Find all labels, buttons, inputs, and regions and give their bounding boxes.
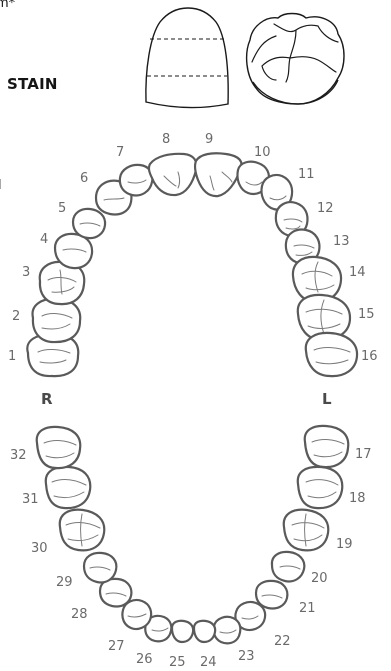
tooth-number-7: 7 bbox=[116, 145, 124, 160]
tooth-17[interactable] bbox=[305, 426, 349, 467]
tooth-number-32: 32 bbox=[10, 448, 27, 463]
tooth-number-26: 26 bbox=[136, 652, 153, 667]
tooth-number-20: 20 bbox=[311, 571, 328, 586]
tooth-29[interactable] bbox=[84, 553, 116, 583]
tooth-number-14: 14 bbox=[349, 265, 366, 280]
tooth-number-3: 3 bbox=[22, 265, 30, 280]
tooth-23[interactable] bbox=[214, 617, 241, 643]
tooth-number-19: 19 bbox=[336, 537, 353, 552]
tooth-number-1: 1 bbox=[8, 349, 16, 364]
tooth-19[interactable] bbox=[284, 510, 329, 551]
tooth-number-16: 16 bbox=[361, 349, 378, 364]
left-side-label: L bbox=[322, 390, 332, 408]
tooth-25[interactable] bbox=[172, 621, 193, 642]
tooth-number-12: 12 bbox=[317, 201, 334, 216]
tooth-number-15: 15 bbox=[358, 307, 375, 322]
tooth-18[interactable] bbox=[298, 467, 343, 508]
molar-diagram bbox=[247, 14, 344, 105]
tooth-number-4: 4 bbox=[40, 232, 48, 247]
tooth-number-25: 25 bbox=[169, 655, 186, 670]
right-side-label: R bbox=[41, 390, 53, 408]
tooth-number-11: 11 bbox=[298, 167, 315, 182]
tooth-30[interactable] bbox=[60, 510, 105, 551]
incisor-shade-diagram bbox=[146, 8, 228, 108]
tooth-8[interactable] bbox=[149, 154, 197, 195]
tooth-number-10: 10 bbox=[254, 145, 271, 160]
tooth-2[interactable] bbox=[33, 299, 81, 342]
tooth-number-24: 24 bbox=[200, 655, 217, 670]
tooth-number-13: 13 bbox=[333, 234, 350, 249]
tooth-24[interactable] bbox=[194, 621, 215, 642]
tooth-number-31: 31 bbox=[22, 492, 39, 507]
tooth-number-17: 17 bbox=[355, 447, 372, 462]
tooth-32[interactable] bbox=[37, 427, 81, 468]
tooth-number-2: 2 bbox=[12, 309, 20, 324]
tooth-number-21: 21 bbox=[299, 601, 316, 616]
tooth-number-9: 9 bbox=[205, 132, 213, 147]
tooth-number-6: 6 bbox=[80, 171, 88, 186]
tooth-number-22: 22 bbox=[274, 634, 291, 649]
tooth-number-18: 18 bbox=[349, 491, 366, 506]
tooth-number-27: 27 bbox=[108, 639, 125, 654]
upper-arch bbox=[27, 153, 357, 376]
tooth-number-5: 5 bbox=[58, 201, 66, 216]
tooth-number-8: 8 bbox=[162, 132, 170, 147]
tooth-31[interactable] bbox=[46, 467, 91, 508]
tooth-5[interactable] bbox=[73, 209, 105, 238]
tooth-20[interactable] bbox=[272, 552, 304, 582]
tooth-4[interactable] bbox=[55, 234, 92, 268]
tooth-9[interactable] bbox=[195, 153, 242, 196]
tooth-number-29: 29 bbox=[56, 575, 73, 590]
tooth-number-23: 23 bbox=[238, 649, 255, 664]
tooth-number-28: 28 bbox=[71, 607, 88, 622]
tooth-16[interactable] bbox=[306, 333, 357, 376]
tooth-7[interactable] bbox=[120, 165, 153, 196]
tooth-number-30: 30 bbox=[31, 541, 48, 556]
